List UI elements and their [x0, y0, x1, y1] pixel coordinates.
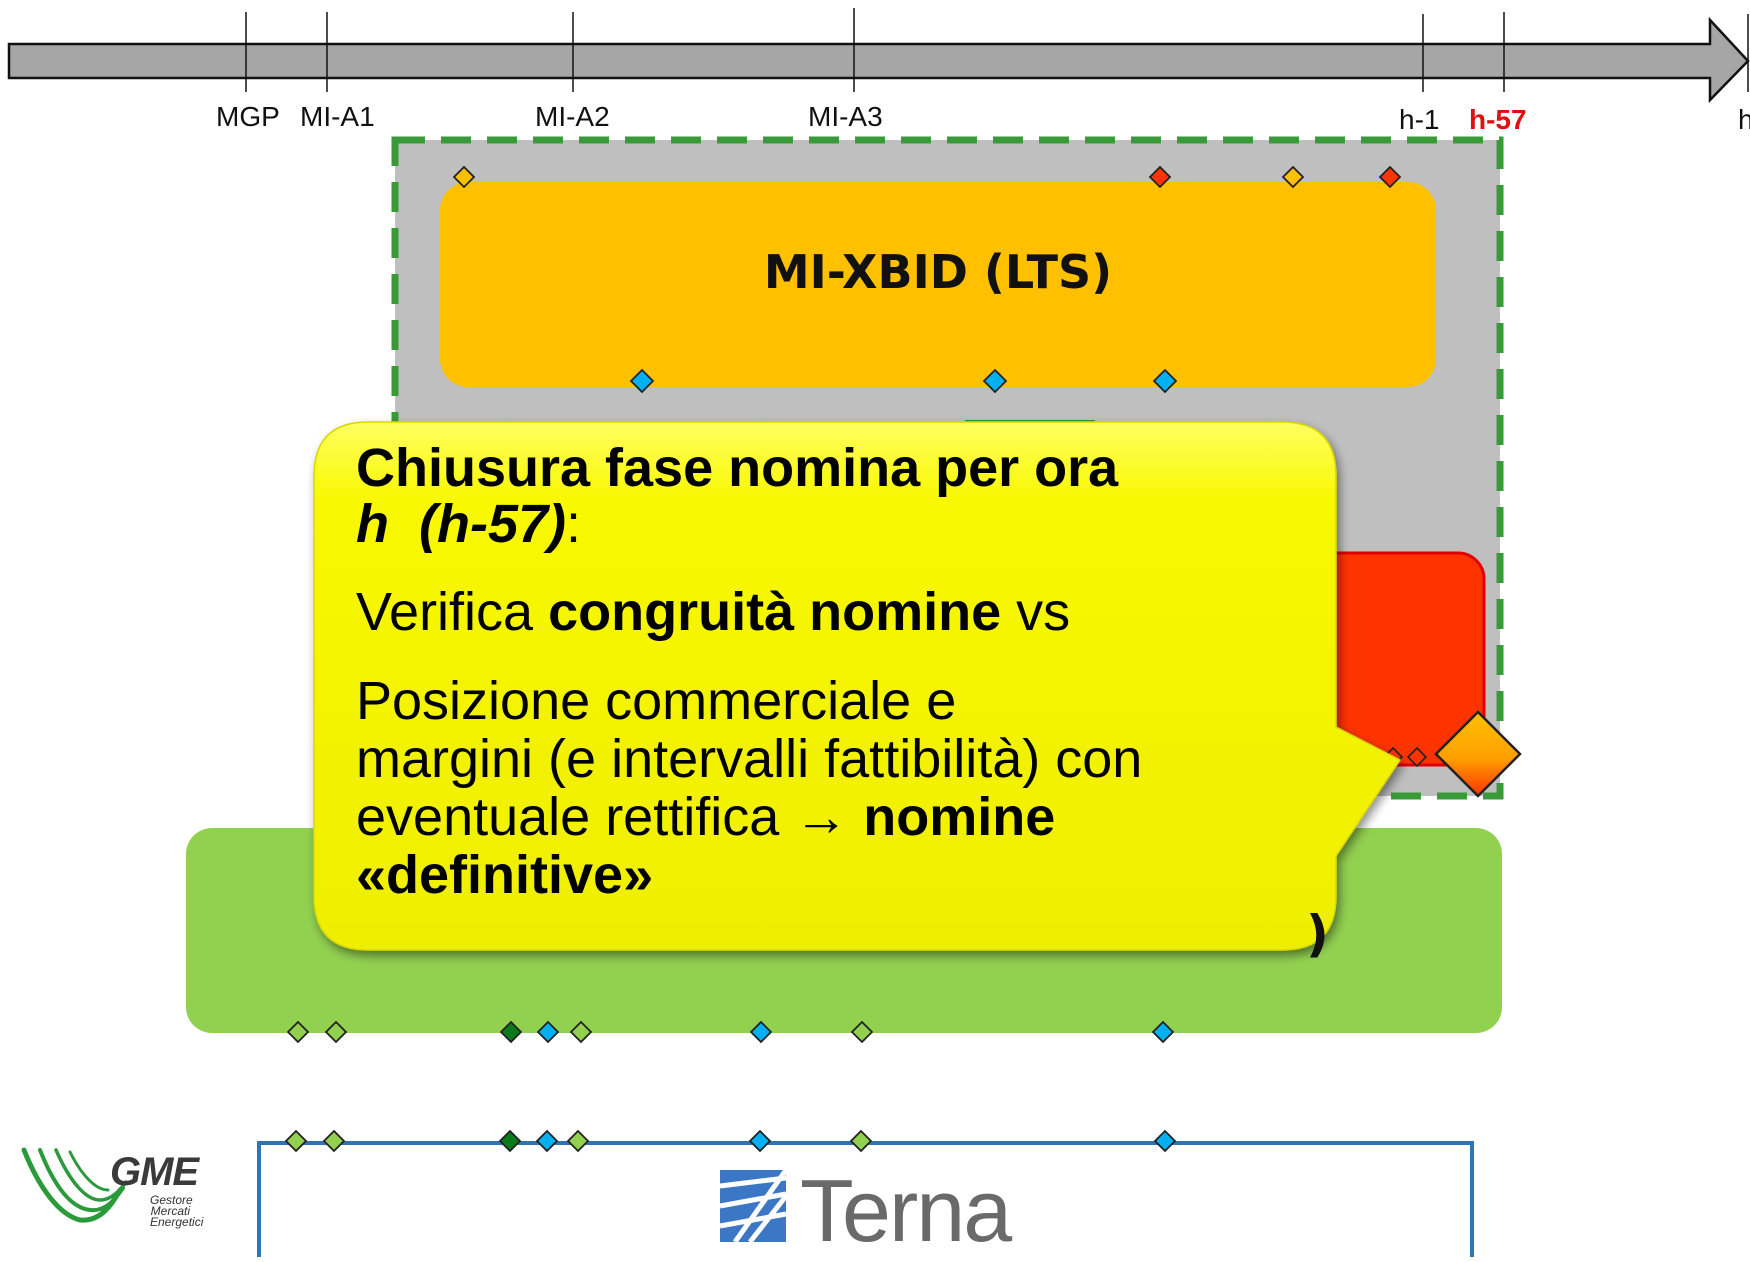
diamond-light-green — [284, 1129, 308, 1153]
diamond-dark-green — [498, 1129, 522, 1153]
diamond-light-green — [322, 1129, 346, 1153]
timeline-arrow — [7, 16, 1750, 104]
tick-label-mi-a2: MI-A2 — [535, 101, 610, 132]
tick-label-h-1: h-1 — [1399, 104, 1440, 135]
diamond-dark-green — [499, 1020, 523, 1044]
callout-bubble — [313, 421, 1402, 951]
diamond-light-green — [286, 1020, 310, 1044]
diamond-orange — [1281, 165, 1305, 189]
diamond-blue — [748, 1129, 772, 1153]
diamond-light-green — [566, 1129, 590, 1153]
diamond-light-green — [569, 1020, 593, 1044]
tick-label-h: h — [1738, 104, 1750, 135]
callout-text: Chiusura fase nomina per ora h (h-57): V… — [356, 440, 1336, 904]
tick-label-mgp: MGP — [216, 101, 280, 132]
terna-frame — [257, 1141, 1474, 1257]
callout-verify: Verifica congruità nomine vs — [356, 582, 1071, 642]
green-label-tail: ) — [1306, 905, 1329, 963]
callout-position: Posizione commerciale e margini (e inter… — [356, 671, 1143, 905]
gme-logo-subtitle: Gestore Mercati Energetici — [150, 1193, 204, 1229]
arrow-right-icon: → — [794, 787, 849, 847]
tick-label-mi-a3: MI-A3 — [808, 101, 883, 132]
xbid-block — [440, 182, 1436, 387]
diamond-blue — [535, 1129, 559, 1153]
diamond-blue — [982, 368, 1008, 394]
diamond-light-green — [324, 1020, 348, 1044]
diamond-blue — [536, 1020, 560, 1044]
diamond-red — [1378, 165, 1402, 189]
tick-label-mi-a1: MI-A1 — [300, 101, 375, 132]
diamond-blue — [629, 368, 655, 394]
terna-logo-icon — [719, 1168, 789, 1244]
gme-logo-word: GME — [110, 1150, 199, 1194]
callout-title-line2: h (h-57): — [356, 494, 582, 554]
diamond-blue — [1152, 368, 1178, 394]
terna-logo-word: Terna — [800, 1161, 1012, 1260]
callout-title: Chiusura fase nomina per ora h (h-57): — [356, 440, 1336, 552]
diamond-light-green — [849, 1129, 873, 1153]
callout-title-line1: Chiusura fase nomina per ora — [356, 438, 1119, 498]
diamond-red — [1148, 165, 1172, 189]
diamond-big-gradient — [1434, 710, 1522, 798]
diamond-orange — [452, 165, 476, 189]
diamond-red-small — [1406, 746, 1428, 768]
diamond-light-green — [850, 1020, 874, 1044]
diamond-blue — [1153, 1129, 1177, 1153]
gme-logo-icon — [21, 1147, 128, 1223]
xbid-label: MI-XBID (LTS) — [763, 245, 1113, 299]
diamond-blue — [749, 1020, 773, 1044]
tick-label-h-57: h-57 — [1469, 104, 1527, 135]
diamond-blue — [1151, 1020, 1175, 1044]
